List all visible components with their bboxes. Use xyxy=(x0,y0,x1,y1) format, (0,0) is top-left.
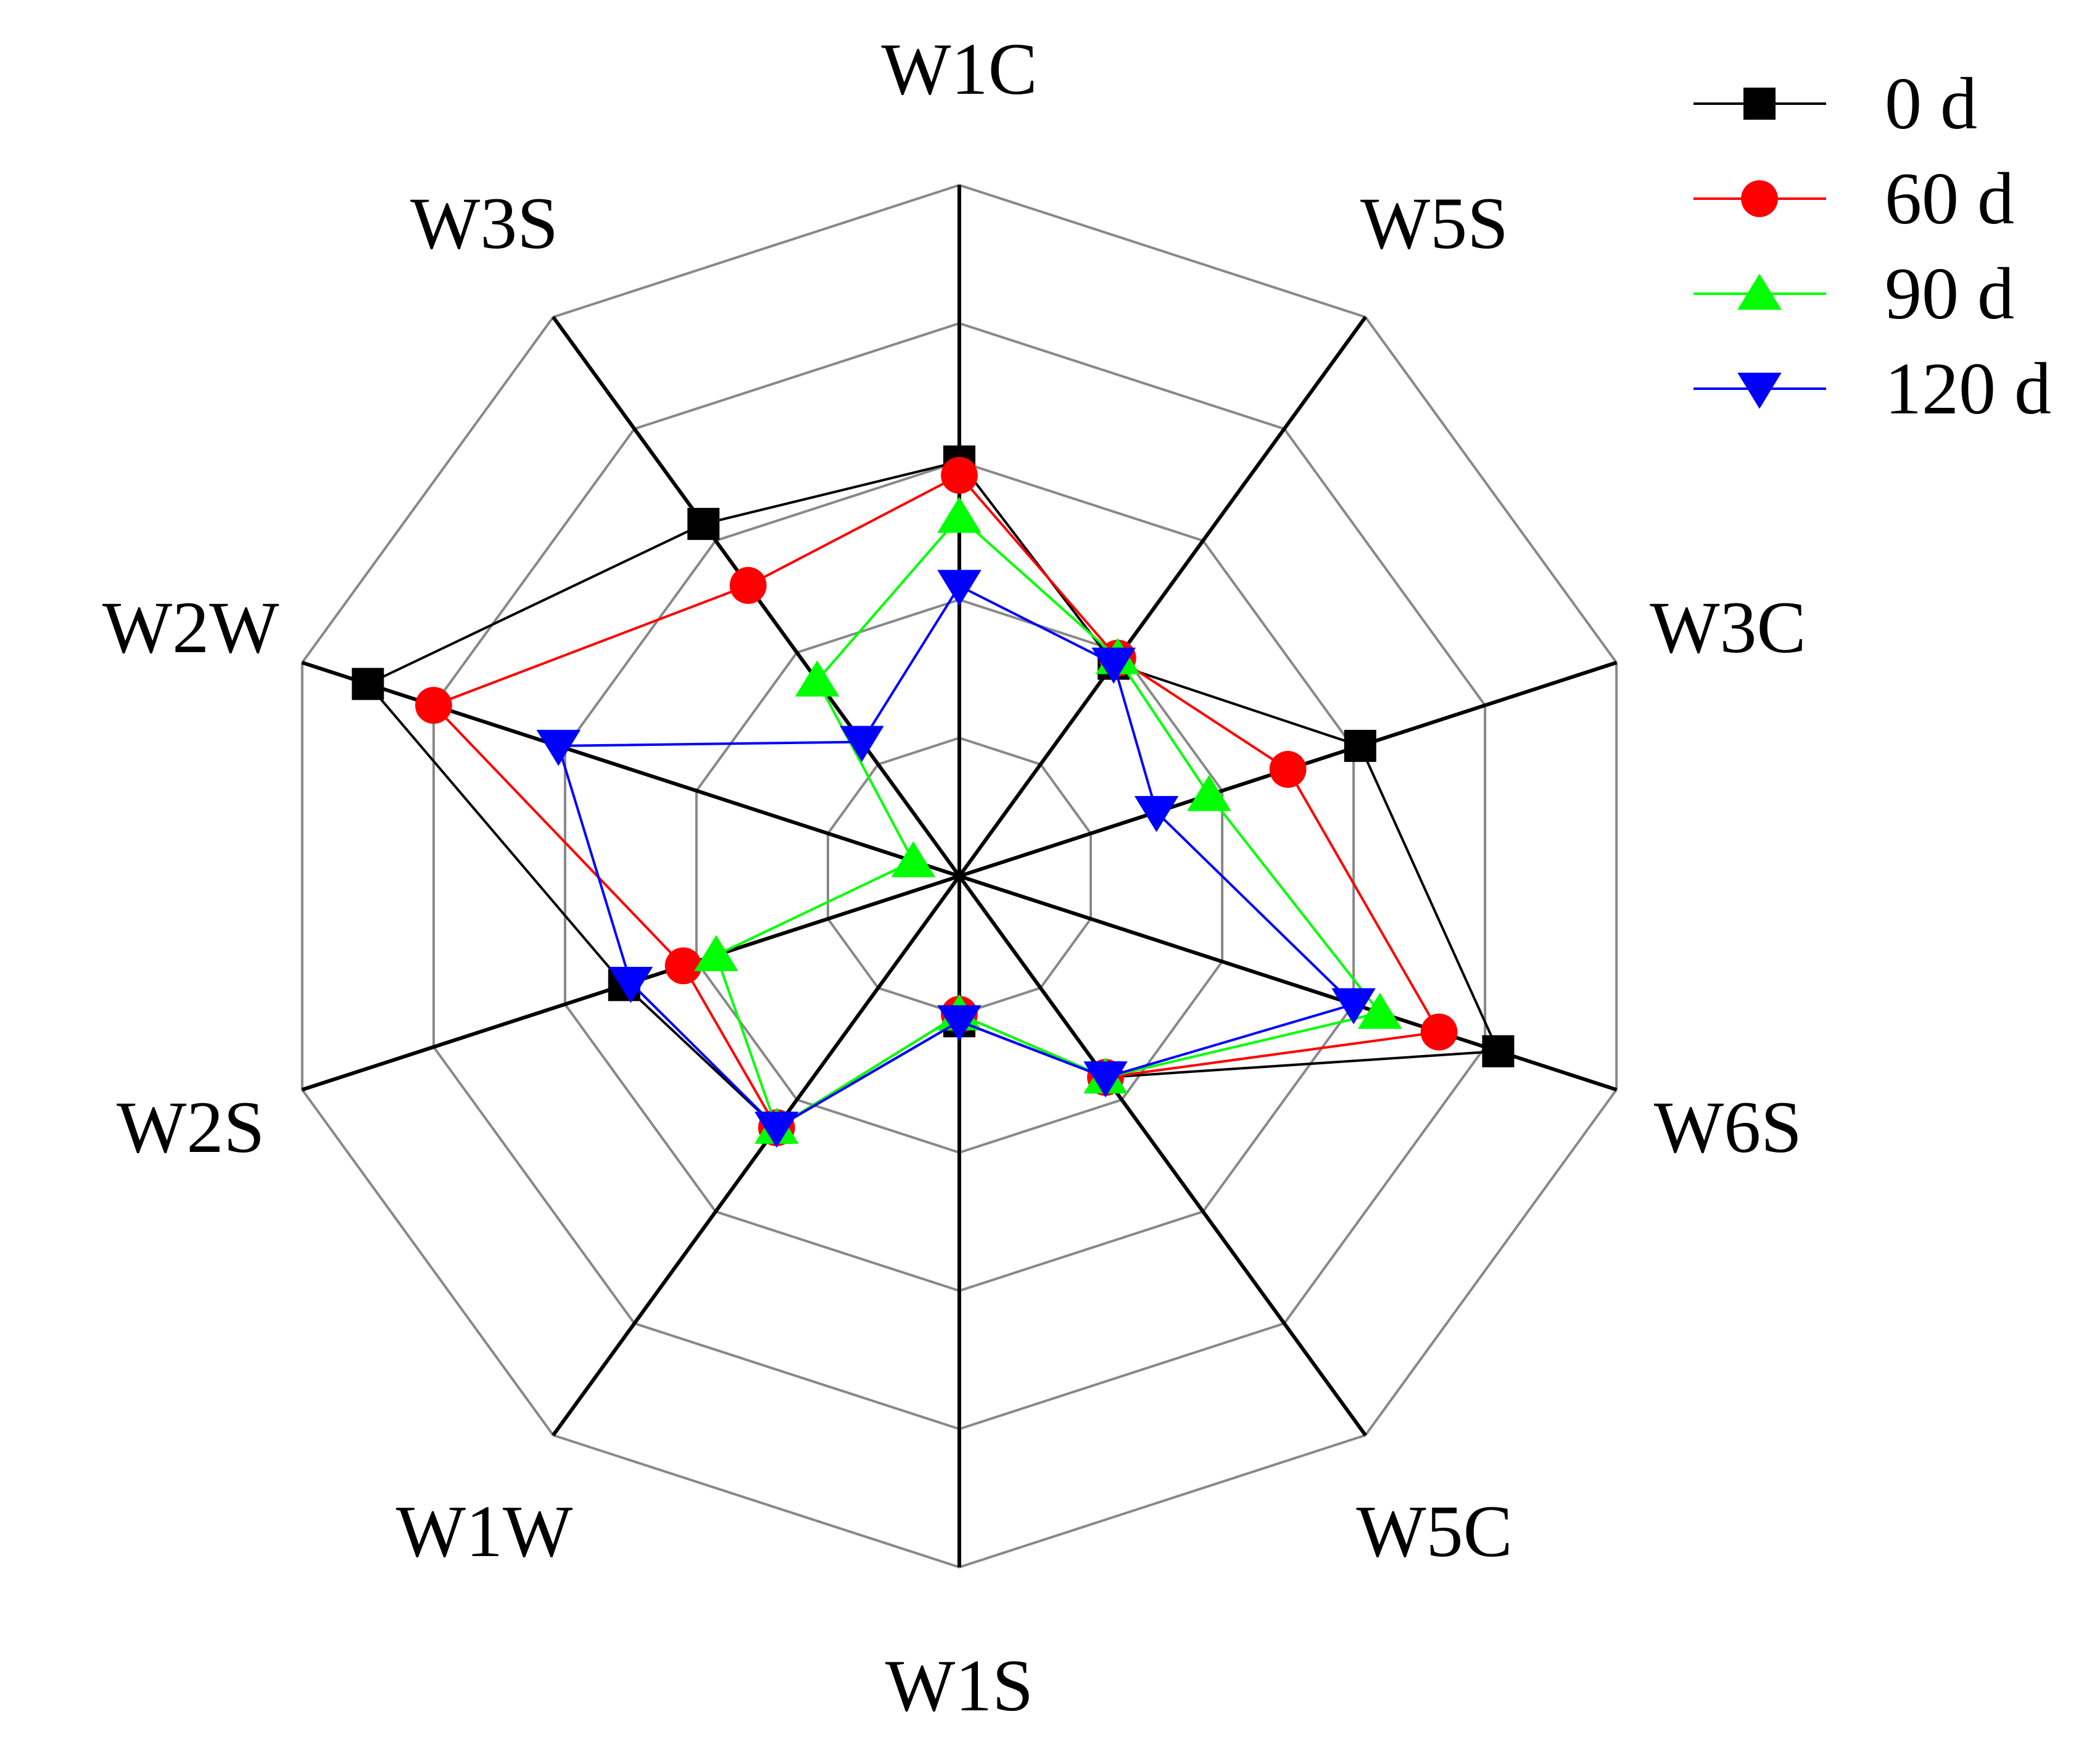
legend-item-120-d: 120 d xyxy=(1693,347,2051,429)
series-90-d xyxy=(694,497,1402,1144)
axis-label-w3s: W3S xyxy=(410,182,558,264)
data-point-w6s xyxy=(1420,1013,1458,1051)
data-point-w3s xyxy=(795,660,840,697)
data-point-w5s xyxy=(1091,647,1136,684)
series-line xyxy=(714,515,1383,1130)
data-point-w2w xyxy=(536,729,581,766)
data-point-w6s xyxy=(1357,993,1402,1029)
legend-label: 60 d xyxy=(1885,157,2014,239)
axis-labels: W1C W5S W3C W6S W5C W1S W1W W2S W2W W3S xyxy=(102,28,1806,1726)
data-point-w3s xyxy=(687,508,720,540)
legend-marker xyxy=(1737,373,1782,409)
data-point-w6s xyxy=(1482,1035,1515,1067)
data-point-w2s xyxy=(608,967,653,1003)
axis-label-w1s: W1S xyxy=(885,1644,1033,1726)
axis-label-w2w: W2W xyxy=(102,586,279,668)
axis-spoke-w1w xyxy=(552,875,961,1436)
data-point-w3c xyxy=(1187,774,1231,811)
data-point-w3s xyxy=(840,726,884,763)
axis-spoke-w2w xyxy=(301,661,960,878)
data-point-w1c xyxy=(937,497,982,533)
data-point-w2w xyxy=(352,668,384,700)
legend-label: 90 d xyxy=(1885,252,2014,334)
axis-label-w1w: W1W xyxy=(396,1490,573,1572)
data-point-w1w xyxy=(755,1111,799,1148)
legend-marker xyxy=(1737,273,1782,310)
data-point-w2w xyxy=(891,841,936,877)
series-0-d xyxy=(352,445,1515,1144)
data-point-w6s xyxy=(1331,988,1376,1025)
data-point-w1s xyxy=(937,1005,982,1041)
axis-label-w1c: W1C xyxy=(881,28,1037,110)
legend: 0 d 60 d 90 d 120 d xyxy=(1693,62,2051,429)
data-point-w5c xyxy=(1083,1061,1128,1098)
data-point-w3s xyxy=(729,566,767,604)
data-point-w3c xyxy=(1134,796,1179,832)
data-point-w2w xyxy=(415,687,452,724)
series-layer xyxy=(352,445,1515,1148)
series-120-d xyxy=(536,569,1376,1148)
axis-label-w5s: W5S xyxy=(1360,182,1508,264)
legend-item-0-d: 0 d xyxy=(1693,62,1977,144)
legend-item-90-d: 90 d xyxy=(1693,252,2014,334)
data-point-w2s xyxy=(694,935,738,972)
axis-label-w2s: W2S xyxy=(117,1086,265,1168)
series-60-d xyxy=(415,457,1458,1146)
axis-label-w5c: W5C xyxy=(1356,1490,1512,1572)
data-point-w2s xyxy=(664,947,702,985)
axis-spoke-w5s xyxy=(957,316,1367,877)
legend-label: 0 d xyxy=(1885,62,1977,144)
axis-spoke-w5c xyxy=(957,875,1367,1436)
legend-marker xyxy=(1741,180,1778,217)
data-point-w1c xyxy=(937,569,982,607)
legend-marker xyxy=(1743,88,1776,120)
axis-label-w3c: W3C xyxy=(1650,586,1806,668)
axis-label-w6s: W6S xyxy=(1654,1086,1802,1168)
data-point-w3c xyxy=(1344,729,1376,762)
legend-item-60-d: 60 d xyxy=(1693,157,2014,239)
data-point-w1c xyxy=(941,457,978,494)
data-point-w3c xyxy=(1269,751,1307,788)
legend-label: 120 d xyxy=(1885,347,2051,429)
